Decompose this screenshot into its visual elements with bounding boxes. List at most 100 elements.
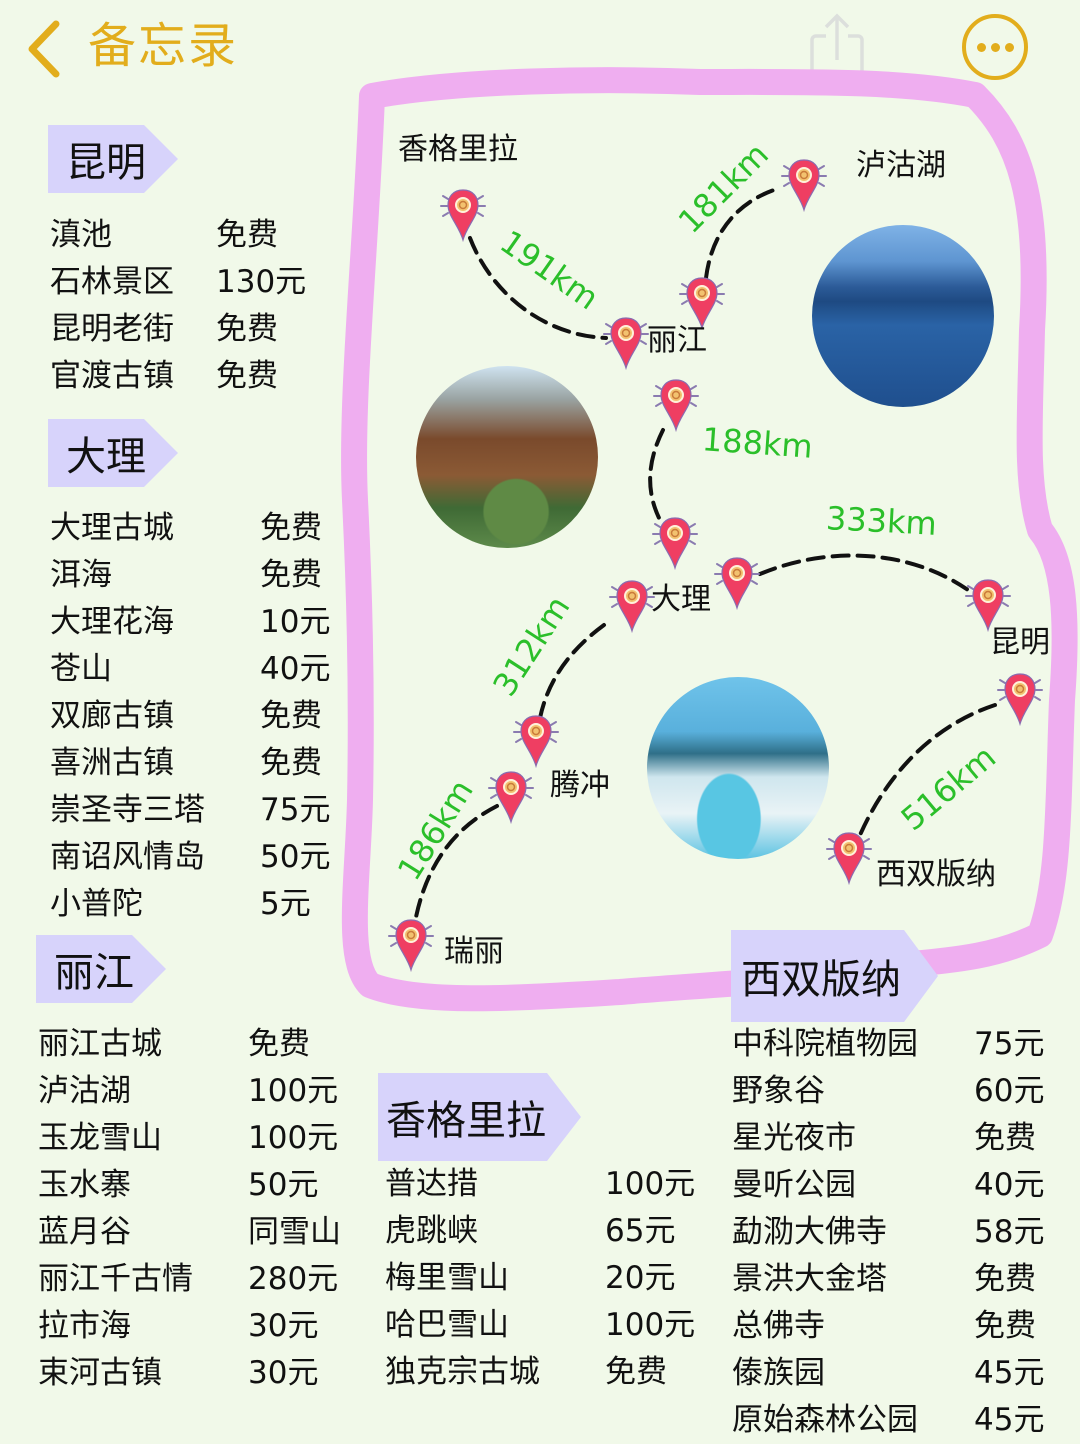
attraction-row: 昆明老街 免费	[50, 306, 350, 353]
attraction-price: 130元	[216, 264, 307, 300]
attraction-name: 原始森林公园	[732, 1402, 918, 1438]
location-pin-icon	[826, 832, 872, 886]
attraction-name: 南诏风情岛	[50, 839, 205, 875]
section-title-dali: 大理	[66, 434, 146, 480]
section-tag-xishuangbanna: 西双版纳	[731, 930, 938, 1022]
attraction-name: 虎跳峡	[385, 1213, 478, 1249]
attraction-name: 石林景区	[50, 264, 174, 300]
more-options-button[interactable]	[962, 14, 1028, 80]
attraction-price: 45元	[974, 1402, 1045, 1438]
back-button[interactable]	[22, 18, 68, 80]
location-pin-icon	[513, 715, 559, 769]
attraction-row: 丽江古城免费	[38, 1021, 368, 1068]
white-water-terraces-photo	[647, 677, 829, 859]
attraction-price: 免费	[216, 311, 278, 347]
attraction-price: 280元	[248, 1261, 339, 1297]
map-pin-lijiang-upper	[676, 272, 728, 334]
location-pin-icon	[488, 771, 534, 825]
attraction-row: 总佛寺 免费	[732, 1303, 1072, 1350]
attraction-row: 星光夜市 免费	[732, 1115, 1072, 1162]
attraction-row: 洱海 免费	[50, 552, 360, 599]
attraction-name: 野象谷	[732, 1073, 825, 1109]
lugu-lake-photo	[812, 225, 994, 407]
attraction-row: 野象谷 60元	[732, 1068, 1072, 1115]
attraction-price: 免费	[260, 698, 322, 734]
attraction-name: 独克宗古城	[385, 1354, 540, 1390]
route-kunming-xishuangbanna	[858, 703, 997, 837]
map-pin-lijiang-south	[650, 374, 702, 436]
attraction-price: 20元	[605, 1260, 676, 1296]
map-pin-xishuangbanna	[823, 827, 875, 889]
attraction-name: 昆明老街	[50, 311, 174, 347]
distance-lijiang-dali: 188km	[700, 420, 814, 466]
section-tag-shangrila: 香格里拉	[378, 1073, 581, 1161]
attraction-name: 洱海	[50, 557, 112, 593]
route-tengchong-ruili	[413, 804, 499, 924]
attraction-price: 同雪山	[248, 1214, 341, 1250]
route-dali-tengchong	[538, 623, 606, 720]
attraction-price: 免费	[260, 557, 322, 593]
location-pin-icon	[652, 517, 698, 571]
map-label-lijiang: 丽江	[647, 323, 707, 358]
location-pin-icon	[609, 580, 655, 634]
attraction-row: 小普陀 5元	[50, 881, 360, 928]
map-label-shangrila: 香格里拉	[398, 132, 518, 167]
attraction-price: 免费	[974, 1120, 1036, 1156]
attraction-price: 40元	[260, 651, 331, 687]
location-pin-icon	[997, 673, 1043, 727]
attraction-price: 免费	[974, 1261, 1036, 1297]
attraction-row: 独克宗古城 免费	[385, 1349, 715, 1396]
location-pin-icon	[714, 557, 760, 611]
section-title-lijiang: 丽江	[54, 950, 134, 996]
attraction-price: 免费	[605, 1354, 667, 1390]
attraction-name: 曼听公园	[732, 1167, 856, 1203]
map-label-ruili: 瑞丽	[444, 934, 504, 969]
attraction-name: 普达措	[385, 1166, 478, 1202]
map-pin-kunming	[962, 574, 1014, 636]
location-pin-icon	[653, 379, 699, 433]
attraction-name: 玉水寨	[38, 1167, 131, 1203]
back-label[interactable]: 备忘录	[88, 18, 239, 74]
attraction-row: 大理花海 10元	[50, 599, 360, 646]
map-pin-kunming-south	[994, 668, 1046, 730]
attraction-price: 免费	[260, 510, 322, 546]
location-pin-icon	[388, 919, 434, 973]
attraction-price: 5元	[260, 886, 311, 922]
attraction-price: 60元	[974, 1073, 1045, 1109]
map-label-tengchong: 腾冲	[550, 768, 610, 803]
attraction-name: 星光夜市	[732, 1120, 856, 1156]
attraction-price: 免费	[974, 1308, 1036, 1344]
attraction-row: 滇池免费	[50, 212, 350, 259]
attraction-price: 30元	[248, 1355, 319, 1391]
attraction-row: 普达措 100元	[385, 1161, 715, 1208]
attraction-price: 75元	[974, 1026, 1045, 1062]
attraction-price: 免费	[216, 358, 278, 394]
attraction-name: 泸沽湖	[38, 1073, 131, 1109]
attraction-row: 原始森林公园 45元	[732, 1397, 1072, 1444]
chevron-left-icon	[28, 20, 60, 78]
attraction-name: 大理花海	[50, 604, 174, 640]
attraction-name: 小普陀	[50, 886, 143, 922]
map-pin-tengchong	[485, 766, 537, 828]
map-pin-lijiang	[600, 312, 652, 374]
map-pin-ruili	[385, 914, 437, 976]
attraction-price: 10元	[260, 604, 331, 640]
attraction-name: 总佛寺	[732, 1308, 825, 1344]
attraction-row: 大理古城免费	[50, 505, 360, 552]
attraction-price: 100元	[605, 1166, 696, 1202]
map-pin-dali-east	[711, 552, 763, 614]
